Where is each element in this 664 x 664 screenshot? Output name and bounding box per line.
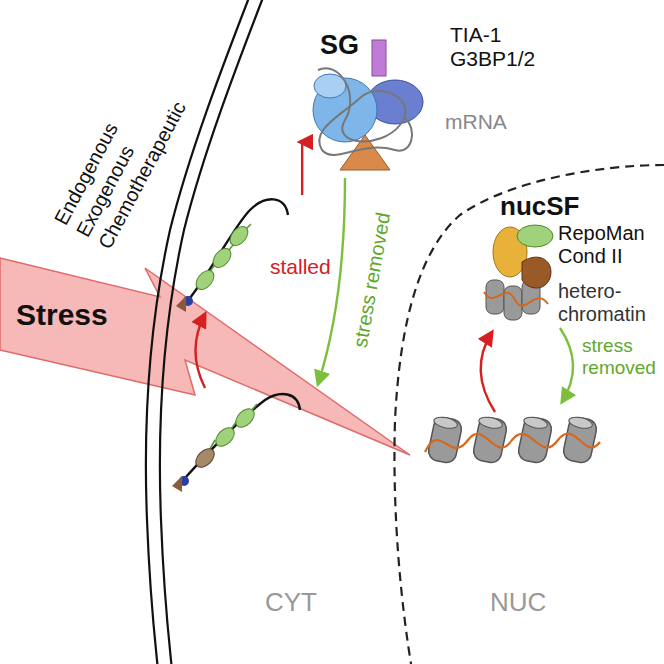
node-title: SG [320, 30, 359, 61]
nuclear-envelope [394, 165, 664, 664]
compartment-label: CYT [265, 588, 317, 618]
compartment-label: NUC [490, 588, 546, 618]
arrow-label: stress removed [349, 211, 395, 350]
node-title: nucSF [500, 192, 579, 222]
arrow-active-to-stalled [196, 314, 206, 388]
state-arrow [300, 142, 302, 195]
plasma-membrane-outer [146, 0, 250, 664]
node-text: TIA-1 G3BP1/2 [450, 23, 535, 71]
stalled-polysome-node: stalled [180, 195, 333, 310]
stress-bolt [0, 258, 410, 455]
arrow-sg-to-active [318, 178, 345, 384]
stress-title: Stress [16, 298, 108, 333]
arrow-nucsf-to-nucleosomes [560, 328, 573, 402]
arrow-nucleosomes-to-nucsf [481, 332, 495, 412]
active-polysome [172, 394, 300, 492]
node-title: stalled [270, 255, 331, 279]
node-text: RepoMan Cond II [558, 222, 658, 268]
node-text: hetero-chromatin [558, 280, 646, 326]
node-text: mRNA [445, 110, 507, 134]
arrow-label: stress removed [582, 335, 662, 379]
nuclear-stress-focus-node: nucSFRepoMan Cond II hetero-chromatin [480, 192, 664, 332]
stress-granule-node: SG TIA-1 G3BP1/2 mRNA [300, 25, 550, 175]
nucleosomes [425, 415, 600, 464]
nuclear-stress-focus [484, 225, 553, 320]
